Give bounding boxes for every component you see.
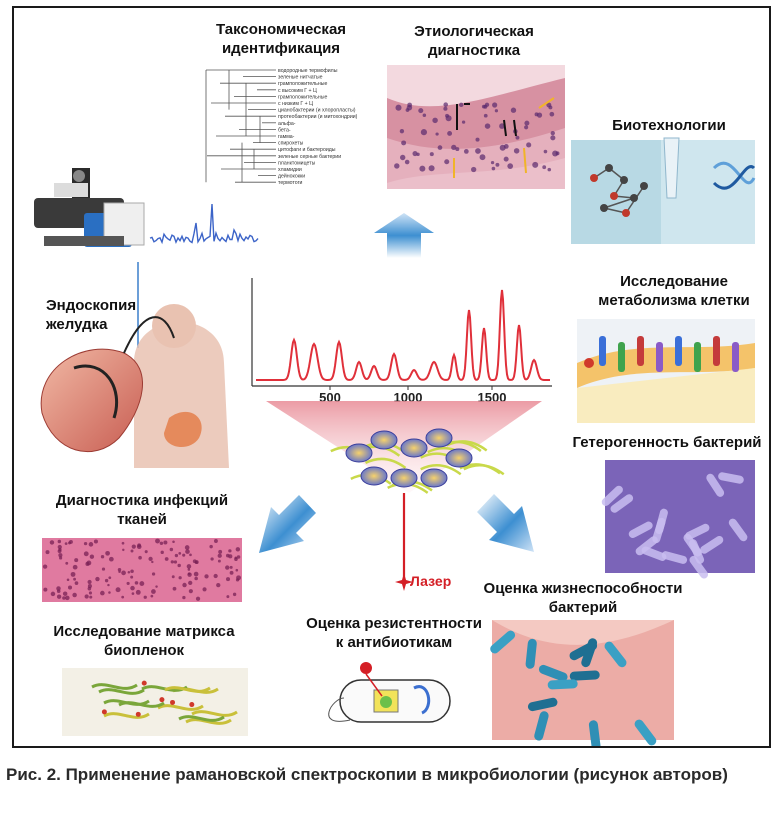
metabolism-image xyxy=(577,319,755,423)
tree-leaf-label: с высоким Г + Ц xyxy=(278,88,317,94)
label-line: Исследование xyxy=(620,273,728,290)
tree-leaf-label: водородные термофилы xyxy=(278,68,338,74)
label-taxonomy: Таксономическая идентификация xyxy=(196,20,366,58)
label-tissue: Диагностика инфекций тканей xyxy=(52,491,232,529)
biofilm-image xyxy=(62,668,248,736)
label-laser: Лазер xyxy=(410,573,452,589)
label-line: метаболизма клетки xyxy=(598,292,750,309)
tree-leaf-label: с низким Г + Ц xyxy=(278,101,313,107)
tree-leaf-label: грамположительные xyxy=(278,94,327,100)
arrow-down-left xyxy=(259,495,316,553)
label-viability: Оценка жизнеспособности бактерий xyxy=(478,579,688,617)
figure-caption: Рис. 2. Применение рамановской спектроск… xyxy=(6,765,728,784)
label-line: к антибиотикам xyxy=(335,634,453,651)
tree-leaf-label: протеобактерии (и митохондрии) xyxy=(278,114,358,120)
tree-leaf-label: зеленые серные бактерии xyxy=(278,154,341,160)
label-biofilm: Исследование матрикса биопленок xyxy=(44,622,244,660)
label-line: Эндоскопия xyxy=(46,297,137,314)
biotech-image xyxy=(571,137,756,244)
label-biotech: Биотехнологии xyxy=(594,116,744,135)
tree-leaf-label: гамма- xyxy=(278,134,295,140)
laser-star-icon xyxy=(395,573,413,591)
tree-leaf-label: бета- xyxy=(278,127,291,133)
tree-leaf-label: планктомицеты xyxy=(278,160,316,166)
tree-leaf-label: термотоги xyxy=(278,180,303,186)
arrow-down-right xyxy=(477,494,534,552)
arrow-up xyxy=(374,213,434,258)
label-resistance: Оценка резистентности к антибиотикам xyxy=(294,614,494,652)
resistance-bacterium-image xyxy=(328,662,451,723)
label-line: Гетерогенность бактерий xyxy=(572,434,762,451)
label-line: Этиологическая xyxy=(414,23,534,40)
viability-image xyxy=(490,620,674,746)
tree-leaf-label: альфа- xyxy=(278,121,296,127)
tree-leaf-label: цитофаги и бактероиды xyxy=(278,147,336,153)
label-line: Оценка резистентности xyxy=(306,615,482,632)
label-line: биопленок xyxy=(103,642,185,659)
tree-leaf-label: цианобактерии (и хлоропласты) xyxy=(278,108,356,114)
label-heterogeneity: Гетерогенность бактерий xyxy=(562,433,772,452)
label-line: бактерий xyxy=(548,599,618,616)
label-etiology: Этиологическая диагностика xyxy=(394,22,554,60)
bacteria-cluster xyxy=(330,428,505,494)
tissue-histology-image xyxy=(42,538,242,602)
tree-leaf-label: грамположительные xyxy=(278,81,327,87)
tree-leaf-label: дейнококки xyxy=(278,173,305,180)
label-endoscopy: Эндоскопия желудка xyxy=(46,296,146,334)
label-line: идентификация xyxy=(221,40,341,57)
etiology-histology-image xyxy=(387,65,565,189)
label-line: тканей xyxy=(117,511,167,528)
label-line: Исследование матрикса xyxy=(53,623,235,640)
endoscopy-illustration xyxy=(40,304,229,468)
tree-leaf-label: спирохеты xyxy=(278,141,304,147)
small-spectrum-line xyxy=(149,203,259,245)
label-line: желудка xyxy=(46,316,108,333)
label-line: диагностика xyxy=(427,42,521,59)
heterogeneity-image xyxy=(601,460,755,579)
label-line: Биотехнологии xyxy=(612,117,726,134)
microscope-image xyxy=(34,168,145,247)
label-line: Диагностика инфекций xyxy=(55,492,229,509)
tree-leaf-label: зеленые нитчатые xyxy=(278,75,323,81)
tree-leaf-label: хламидии xyxy=(278,167,302,173)
label-line: Оценка жизнеспособности xyxy=(483,580,683,597)
label-line: Таксономическая xyxy=(215,21,347,38)
label-metabolism: Исследование метаболизма клетки xyxy=(584,272,764,310)
